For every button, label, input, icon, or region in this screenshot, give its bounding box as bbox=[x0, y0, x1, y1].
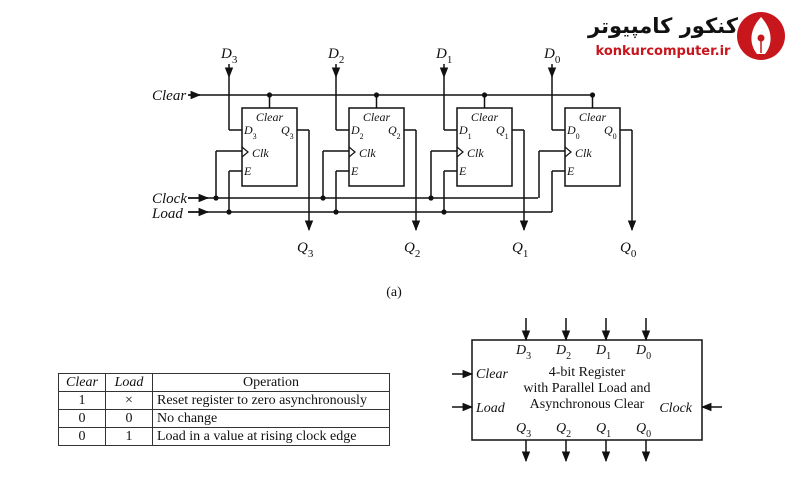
cell-clear-label: Clear bbox=[363, 110, 391, 124]
block-title-line-1: 4-bit Register bbox=[549, 365, 626, 380]
cell-d-label: D0 bbox=[566, 123, 580, 141]
block-title-line-3: Asynchronous Clear bbox=[530, 397, 645, 412]
cell-clk-label: Clk bbox=[359, 146, 376, 160]
header-load: Load bbox=[105, 373, 153, 392]
block-title-line-2: with Parallel Load and bbox=[523, 381, 650, 396]
cell-q-label: Q3 bbox=[281, 123, 294, 141]
block-load-label: Load bbox=[475, 401, 506, 416]
cell-operation: Reset register to zero asynchronously bbox=[152, 391, 390, 410]
cell-e-label: E bbox=[458, 164, 467, 178]
logo-brand-text: کنکور کامپیوتر bbox=[587, 14, 739, 38]
cell-load: 1 bbox=[105, 427, 153, 446]
clock-triangle-icon bbox=[456, 146, 464, 158]
d-input-label: D1 bbox=[435, 46, 452, 66]
cell-load: × bbox=[105, 391, 153, 410]
cell-clear: 0 bbox=[58, 409, 106, 428]
block-d-label: D0 bbox=[635, 343, 651, 362]
d-input-label: D3 bbox=[220, 46, 238, 66]
block-d-label: D3 bbox=[515, 343, 531, 362]
block-d-label: D1 bbox=[595, 343, 611, 362]
cell-box bbox=[241, 107, 298, 187]
header-operation: Operation bbox=[152, 373, 390, 392]
block-q-label: Q0 bbox=[636, 421, 651, 440]
cell-e-label: E bbox=[566, 164, 575, 178]
junction-dot bbox=[213, 195, 219, 201]
cell-clear-label: Clear bbox=[471, 110, 499, 124]
clock-triangle-icon bbox=[348, 146, 356, 158]
junction-dot bbox=[320, 195, 326, 201]
cell-q-label: Q0 bbox=[604, 123, 617, 141]
cell-clear: 1 bbox=[58, 391, 106, 410]
junction-dot bbox=[481, 92, 488, 98]
circuit-wires bbox=[188, 64, 637, 232]
register-block: 4-bit Register with Parallel Load and As… bbox=[452, 318, 722, 463]
cell-box bbox=[456, 107, 513, 187]
q-output-label: Q1 bbox=[512, 240, 528, 260]
table-row: 0 0 No change bbox=[58, 409, 390, 428]
header-clear: Clear bbox=[58, 373, 106, 392]
cell-q-label: Q1 bbox=[496, 123, 509, 141]
block-d-label: D2 bbox=[555, 343, 571, 362]
cell-d-label: D3 bbox=[243, 123, 257, 141]
d-input-label: D2 bbox=[327, 46, 344, 66]
junction-dot bbox=[333, 209, 339, 215]
junction-dot bbox=[226, 209, 232, 215]
logo-url-text: konkurcomputer.ir bbox=[596, 44, 732, 59]
block-q-label: Q2 bbox=[556, 421, 571, 440]
cell-box bbox=[564, 107, 621, 187]
junction-dot bbox=[441, 209, 447, 215]
cell-operation: Load in a value at rising clock edge bbox=[152, 427, 390, 446]
q-output-label: Q2 bbox=[404, 240, 420, 260]
clock-triangle-icon bbox=[241, 146, 249, 158]
pen-nib-icon bbox=[737, 12, 785, 60]
cell-clk-label: Clk bbox=[467, 146, 484, 160]
cell-d-label: D2 bbox=[350, 123, 364, 141]
clock-input-label: Clock bbox=[152, 191, 187, 207]
cell-e-label: E bbox=[350, 164, 359, 178]
cell-d-label: D1 bbox=[458, 123, 472, 141]
junction-dot bbox=[589, 92, 596, 98]
junction-dot bbox=[373, 92, 380, 98]
table-row: 1 × Reset register to zero asynchronousl… bbox=[58, 391, 390, 410]
junction-dot bbox=[266, 92, 273, 98]
cell-clear-label: Clear bbox=[579, 110, 607, 124]
operation-table: Clear Load Operation 1 × Reset register … bbox=[58, 373, 390, 446]
clock-triangle-icon bbox=[564, 146, 572, 158]
block-clear-label: Clear bbox=[476, 367, 508, 382]
cell-clk-label: Clk bbox=[252, 146, 269, 160]
cell-clk-label: Clk bbox=[575, 146, 592, 160]
clear-input-label: Clear bbox=[152, 88, 186, 104]
load-input-label: Load bbox=[151, 206, 183, 222]
junction-dot bbox=[428, 195, 434, 201]
table-row: 0 1 Load in a value at rising clock edge bbox=[58, 427, 390, 446]
cell-load: 0 bbox=[105, 409, 153, 428]
block-clock-label: Clock bbox=[659, 401, 692, 416]
figure-caption: (a) bbox=[386, 285, 402, 300]
cell-clear-label: Clear bbox=[256, 110, 284, 124]
q-output-label: Q0 bbox=[620, 240, 637, 260]
cell-clear: 0 bbox=[58, 427, 106, 446]
cell-operation: No change bbox=[152, 409, 390, 428]
cell-q-label: Q2 bbox=[388, 123, 401, 141]
cell-e-label: E bbox=[243, 164, 252, 178]
d-input-label: D0 bbox=[543, 46, 561, 66]
block-q-label: Q3 bbox=[516, 421, 531, 440]
table-header-row: Clear Load Operation bbox=[58, 373, 390, 392]
site-logo: کنکور کامپیوتر konkurcomputer.ir bbox=[587, 12, 785, 60]
cell-box bbox=[348, 107, 405, 187]
block-q-label: Q1 bbox=[596, 421, 611, 440]
q-output-label: Q3 bbox=[297, 240, 314, 260]
